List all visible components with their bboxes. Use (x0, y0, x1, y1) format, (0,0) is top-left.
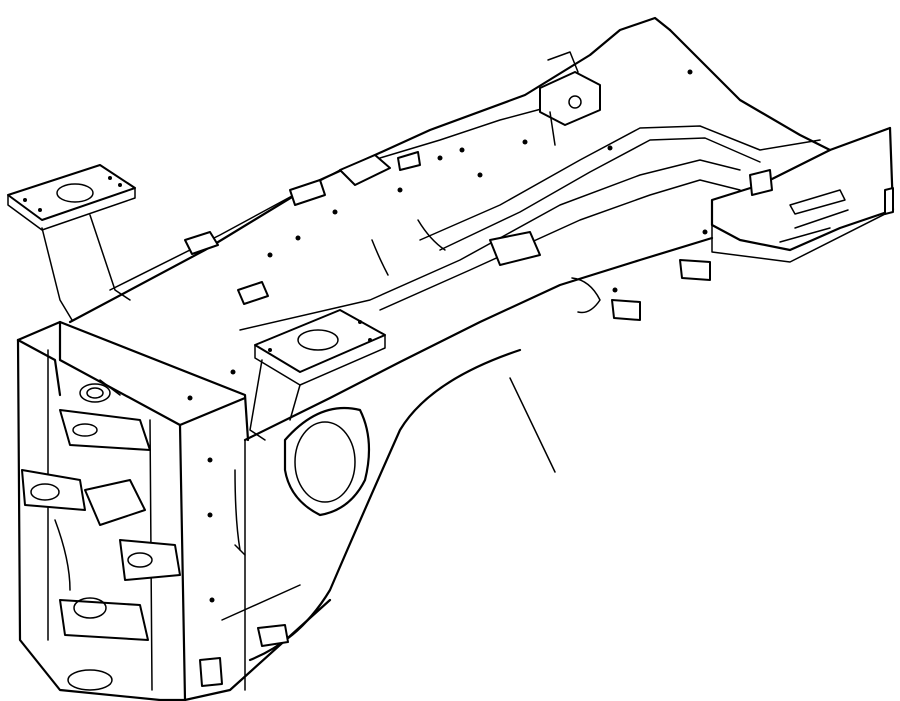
part-leader-line (509, 377, 556, 473)
small-brackets (184, 151, 894, 687)
axle-opening (234, 406, 371, 551)
bolt-holes (187, 69, 708, 603)
left-mounting-pad (7, 164, 136, 321)
center-mounting-pad (249, 309, 386, 441)
front-hinge-assembly (21, 379, 181, 691)
main-frame-outline (16, 16, 895, 701)
upper-bracket (539, 51, 601, 146)
